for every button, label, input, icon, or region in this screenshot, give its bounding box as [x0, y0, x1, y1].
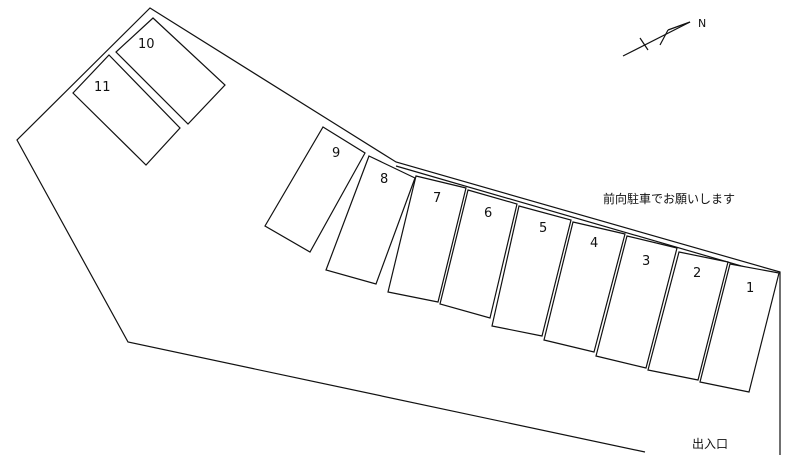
space-number: 10: [138, 37, 155, 52]
space-number: 8: [380, 172, 388, 187]
compass-north-label: N: [698, 17, 706, 30]
space-number: 1: [746, 281, 754, 296]
space-number: 5: [539, 221, 547, 236]
space-number: 11: [94, 80, 111, 95]
space-number: 9: [332, 146, 340, 161]
space-number: 2: [693, 266, 701, 281]
boundary-inner-edge: [395, 165, 777, 277]
parking-space-7: 7: [387, 175, 467, 303]
space-number: 6: [484, 206, 492, 221]
parking-space-9: 9: [264, 126, 366, 253]
parking-space-2: 2: [647, 251, 729, 381]
parking-space-6: 6: [439, 189, 518, 319]
parking-space-3: 3: [595, 235, 678, 369]
parking-space-11: 11: [72, 54, 181, 166]
space-number: 4: [590, 236, 598, 251]
north-arrow-icon: N: [622, 17, 706, 57]
space-number: 7: [433, 191, 441, 206]
parking-space-1: 1: [699, 263, 780, 393]
parking-space-8: 8: [325, 155, 416, 285]
parking-space-10: 10: [115, 17, 226, 125]
entrance-label: 出入口: [692, 437, 729, 451]
parking-space-5: 5: [491, 205, 572, 337]
parking-space-4: 4: [543, 221, 626, 353]
space-number: 3: [642, 254, 650, 269]
lot-boundary: [16, 7, 781, 455]
parking-notice: 前向駐車でお願いします: [603, 192, 736, 206]
